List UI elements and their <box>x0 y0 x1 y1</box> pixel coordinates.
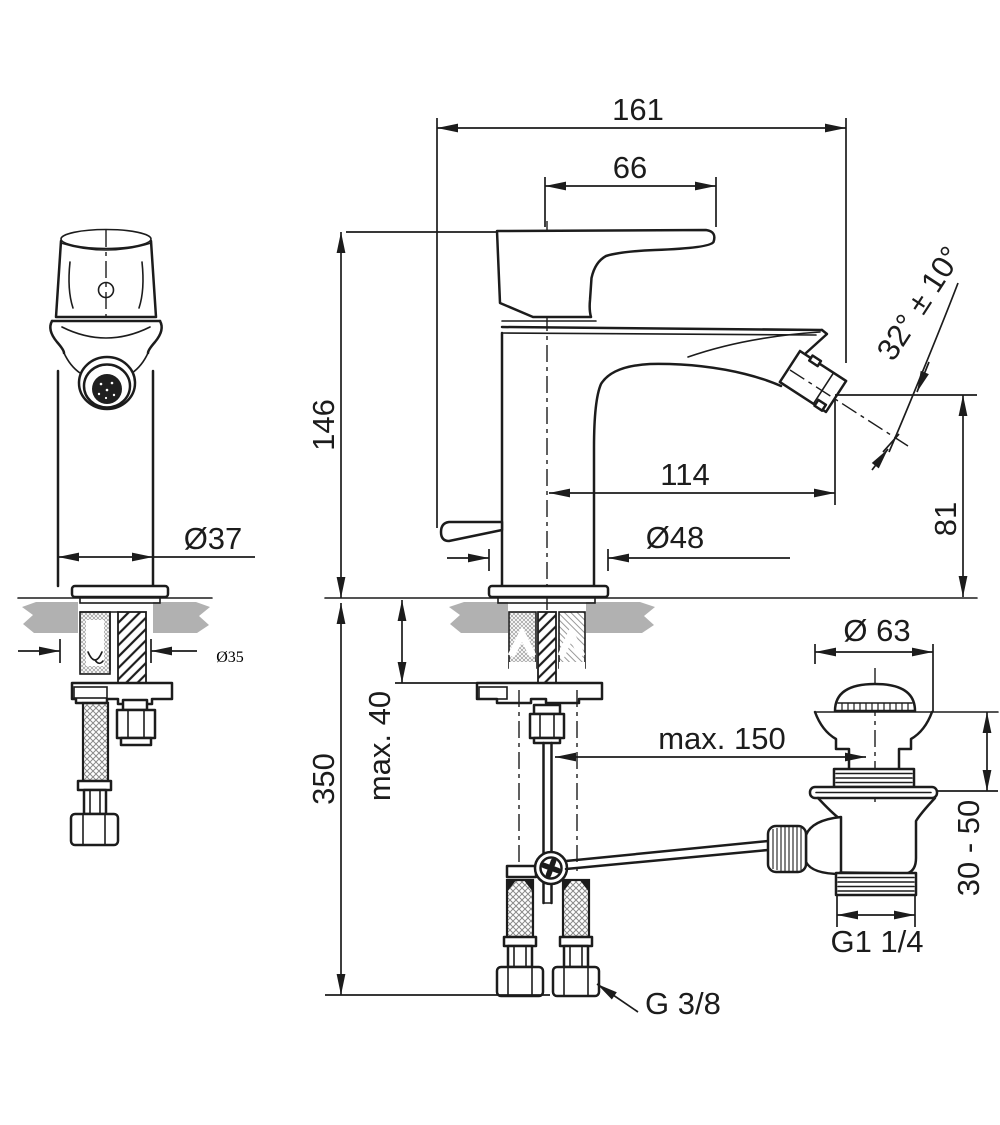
waste-flange-diameter-label: Ø 63 <box>843 613 910 648</box>
dim-supply-thread: G 3/8 <box>596 983 721 1021</box>
dim-body-diameter: Ø37 <box>58 521 255 562</box>
dimension-annotations: 161 66 146 114 Ø48 <box>306 92 998 1021</box>
supply-hose-right <box>551 878 601 998</box>
dim-spout-angle: 32° ± 10° <box>789 240 977 471</box>
popup-rod <box>542 741 553 905</box>
dim-spout-reach: 114 <box>549 398 836 505</box>
handle-reach-label: 66 <box>613 150 647 185</box>
popup-pull-lever <box>439 520 504 543</box>
dim-waste-thread: G1 1/4 <box>830 896 924 959</box>
popup-waste-assembly <box>766 668 999 897</box>
waste-thread-label: G1 1/4 <box>830 924 923 959</box>
dim-body-height: 146 <box>306 231 497 598</box>
waste-cap <box>833 682 917 713</box>
dim-shank-diameter: Ø35 <box>18 639 244 666</box>
aerator-face <box>92 374 122 404</box>
spout-aerator-block <box>778 349 848 414</box>
dim-total-length: 161 <box>436 92 847 528</box>
waste-deck-range-label: 30 - 50 <box>951 800 986 897</box>
spout-reach-label: 114 <box>660 457 709 492</box>
mounting-shank-front <box>79 611 147 684</box>
body-height-label: 146 <box>306 399 341 451</box>
total-length-label: 161 <box>612 92 664 127</box>
base-diameter-label: Ø48 <box>646 520 705 555</box>
supply-thread-label: G 3/8 <box>645 986 721 1021</box>
dim-handle-reach: 66 <box>544 150 717 227</box>
shank-diameter-label: Ø35 <box>216 649 244 666</box>
rod-pivot-joint <box>505 839 770 886</box>
dim-hose-length: 350 <box>306 603 550 996</box>
spout-angle-label: 32° ± 10° <box>870 240 969 366</box>
body-diameter-label: Ø37 <box>184 521 243 556</box>
dim-outlet-height: 81 <box>928 395 968 597</box>
hose-length-label: 350 <box>306 753 341 805</box>
dim-waste-flange-diameter: Ø 63 <box>814 613 934 712</box>
faucet-front-view: Ø37 Ø35 <box>18 228 255 847</box>
dim-deck-thickness: max. 40 <box>362 600 480 801</box>
waste-tail-thread <box>834 871 918 897</box>
dim-waste-deck-range: 30 - 50 <box>937 712 998 896</box>
mounting-shank-side <box>507 611 586 684</box>
outlet-height-label: 81 <box>928 502 963 536</box>
supply-hose-left <box>495 878 545 998</box>
rod-guide-union <box>528 703 566 745</box>
faucet-side-view <box>439 221 848 998</box>
dim-base-diameter: Ø48 <box>447 520 790 571</box>
front-flex-hose <box>69 701 120 847</box>
dim-rod-to-waste: max. 150 <box>555 721 866 762</box>
front-supply-union <box>115 698 157 747</box>
rod-to-waste-label: max. 150 <box>658 721 786 756</box>
waste-adjust-knob <box>766 824 808 874</box>
deck-thickness-label: max. 40 <box>362 691 397 801</box>
countertop-section <box>17 597 978 633</box>
